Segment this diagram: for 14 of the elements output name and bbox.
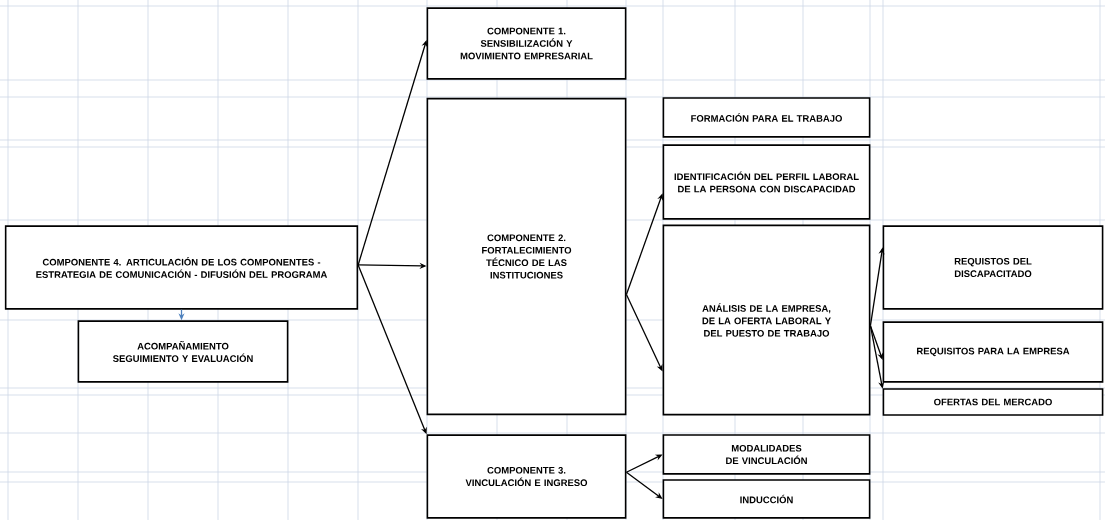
component-box: COMPONENTE 1. SENSIBILIZACIÓN Y MOVIMIENTO EMPRESARIAL [426,7,627,80]
process-box: INDUCCIÓN [662,479,871,519]
process-box: FORMACIÓN PARA EL TRABAJO [662,97,871,138]
process-box: ACOMPAÑAMIENTO SEGUIMIENTO Y EVALUACIÓN [77,320,289,383]
process-box: REQUISTOS DEL DISCAPACITADO [882,225,1104,310]
process-box: IDENTIFICACIÓN DEL PERFIL LABORAL DE LA PERSONA CON DISCAPACIDAD [662,144,871,220]
component-box: COMPONENTE 2. FORTALECIMIENTO TÉCNICO DE LAS INSTITUCIONES [426,97,627,416]
component-box: COMPONENTE 4. ARTICULACIÓN DE LOS COMPONENTES - ESTRATEGIA DE COMUNICACIÓN - DIFUSIÓN DEL PROGRAMA [4,225,359,310]
process-box: OFERTAS DEL MERCADO [882,388,1104,416]
process-box: ANÁLISIS DE LA EMPRESA, DE LA OFERTA LABORAL Y DEL PUESTO DE TRABAJO [662,224,871,416]
process-box: REQUISITOS PARA LA EMPRESA [882,321,1104,383]
process-box: MODALIDADES DE VINCULACIÓN [662,434,871,475]
arrow [869,325,884,360]
component-box: COMPONENTE 3. VINCULACIÓN E INGRESO [426,434,627,519]
